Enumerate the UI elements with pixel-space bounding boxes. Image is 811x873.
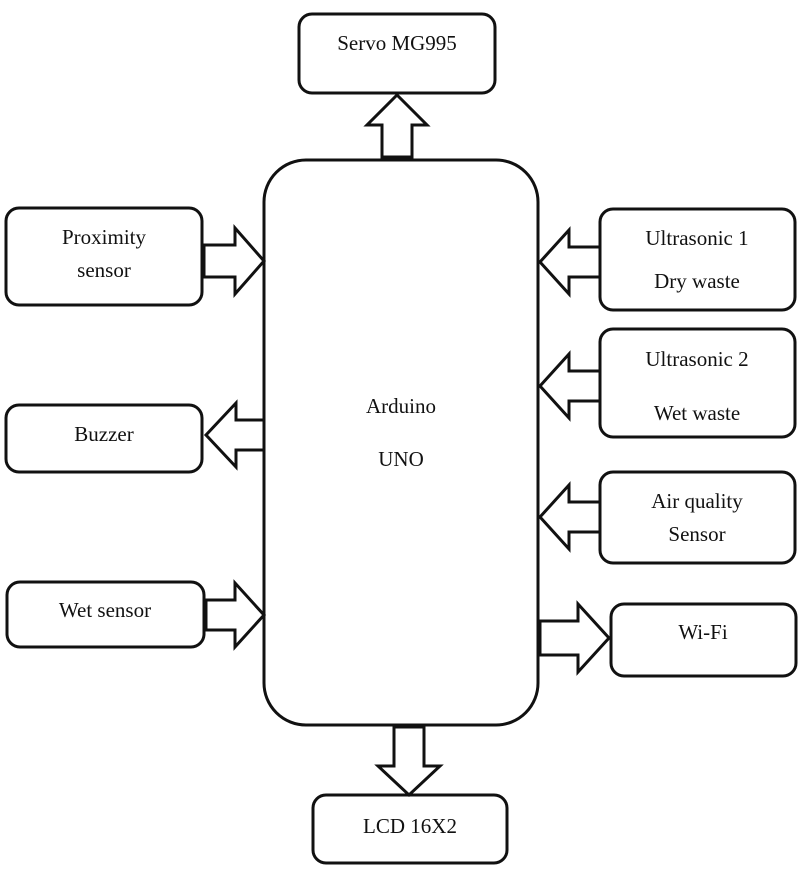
ultrasonic-1-label-line2: Dry waste [654,269,740,293]
wifi-label: Wi-Fi [678,620,727,644]
uno-label: UNO [378,447,424,471]
arrow-left-from-ultrasonic-1 [537,226,602,298]
lcd-label: LCD 16X2 [363,814,457,838]
lcd-block: LCD 16X2 [311,793,509,865]
ultrasonic-2-label-line1: Ultrasonic 2 [645,347,748,371]
wet-sensor-label: Wet sensor [59,598,151,622]
servo-block: Servo MG995 [297,12,497,95]
arrow-left-from-air-quality [537,481,602,553]
buzzer-block: Buzzer [4,403,204,474]
air-quality-sensor-block: Air quality Sensor [598,470,797,565]
arrow-left-to-buzzer [203,399,266,471]
proximity-label-line2: sensor [77,258,131,282]
ultrasonic-1-block: Ultrasonic 1 Dry waste [598,207,797,312]
ultrasonic-1-label-line1: Ultrasonic 1 [645,226,748,250]
arrow-left-from-ultrasonic-2 [537,350,602,422]
air-quality-label-line2: Sensor [668,522,725,546]
proximity-label-line1: Proximity [62,225,147,249]
arrow-right-from-proximity [202,224,266,298]
wifi-block: Wi-Fi [609,602,798,678]
arrow-down-to-lcd [374,725,444,798]
ultrasonic-2-block: Ultrasonic 2 Wet waste [598,327,797,439]
air-quality-label-line1: Air quality [651,489,743,513]
arrow-up-to-servo [363,92,431,159]
arrow-right-to-wifi [538,600,612,676]
servo-label: Servo MG995 [337,31,457,55]
proximity-sensor-block: Proximity sensor [4,206,204,307]
arrow-right-from-wet-sensor [204,579,267,651]
arduino-label: Arduino [366,394,436,418]
arduino-uno-block: Arduino UNO [262,158,540,727]
buzzer-label: Buzzer [74,422,133,446]
ultrasonic-2-label-line2: Wet waste [654,401,740,425]
wet-sensor-block: Wet sensor [5,580,206,649]
